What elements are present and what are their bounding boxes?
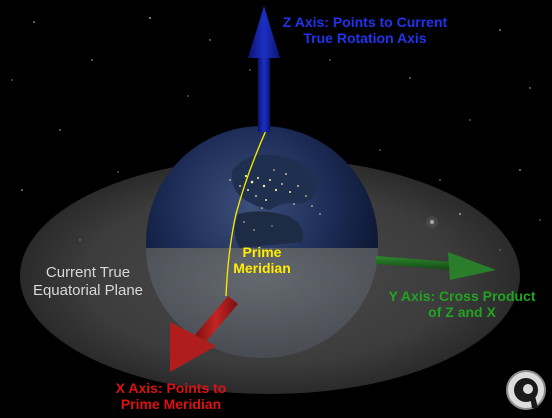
x-axis-label: X Axis: Points to Prime Meridian xyxy=(115,380,227,412)
agi-logo-icon xyxy=(506,370,546,410)
city-lights xyxy=(229,169,321,231)
y-axis-label: Y Axis: Cross Product of Z and X xyxy=(388,288,536,320)
earth-upper-hemisphere xyxy=(146,126,378,248)
y-axis-arrow xyxy=(376,252,496,280)
equatorial-plane-label: Current True Equatorial Plane xyxy=(32,264,144,299)
prime-meridian-label: Prime Meridian xyxy=(233,244,291,276)
continent-europe xyxy=(231,154,319,210)
x-axis-arrow xyxy=(170,296,238,372)
continent-africa xyxy=(234,211,303,248)
equatorial-plane xyxy=(20,158,520,394)
z-axis-label: Z Axis: Points to Current True Rotation … xyxy=(282,14,448,46)
prime-meridian-line xyxy=(225,125,269,297)
z-axis-arrow xyxy=(248,6,280,132)
